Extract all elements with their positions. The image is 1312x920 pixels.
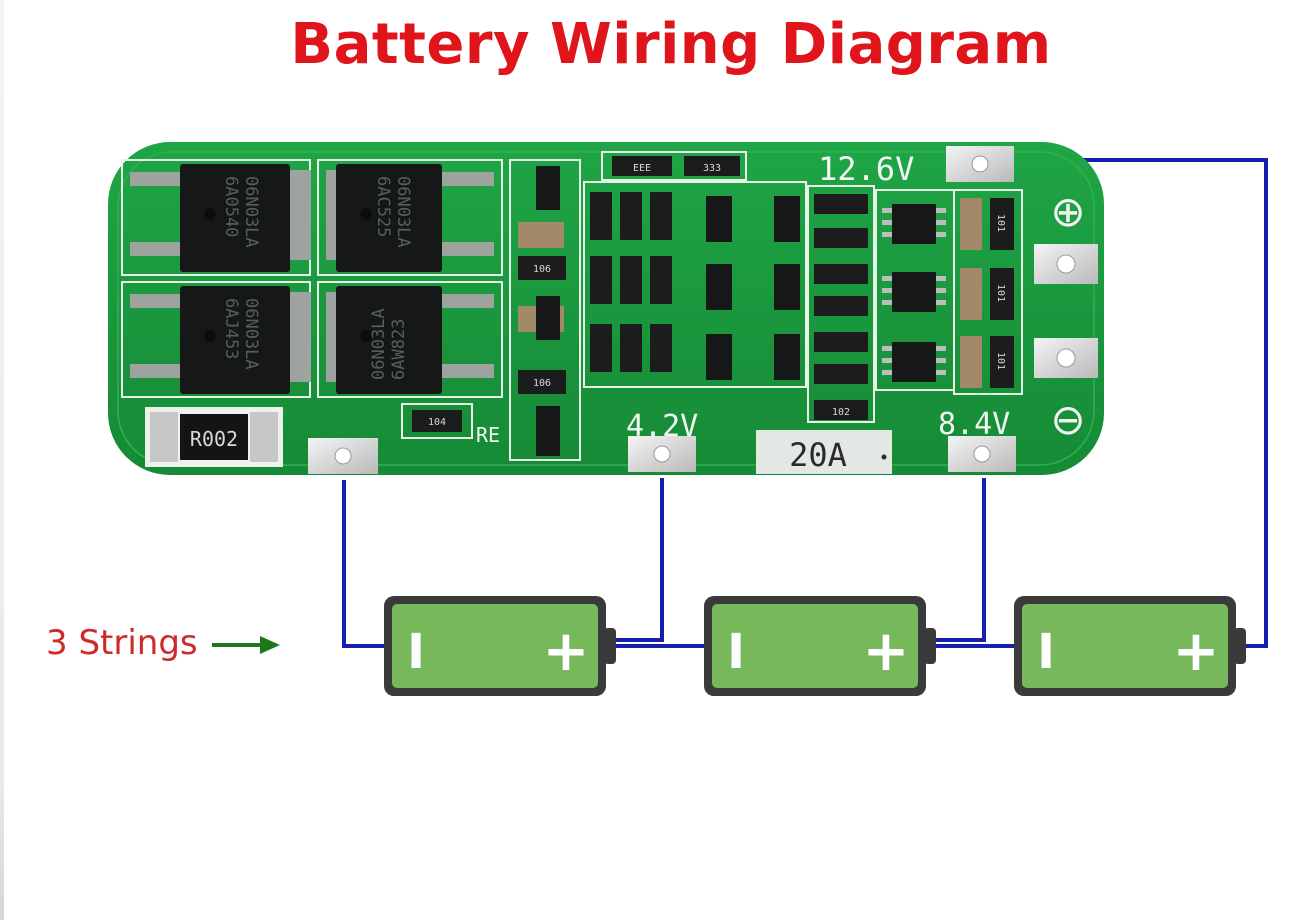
chip-label-333: 333	[703, 163, 721, 174]
pad-bminus	[308, 438, 378, 474]
rating-label: 20A	[789, 436, 847, 474]
solder-pads	[308, 146, 1016, 474]
wire-4v2	[610, 478, 664, 642]
mosfet1-line1: 06N03LA	[241, 176, 261, 248]
label-12v6: 12.6V	[818, 150, 914, 188]
bms-board: 06N03LA 6A0540 06N03LA 6AC525 06N03LA 6A…	[108, 142, 1104, 475]
minus-symbol: ⊖	[1050, 395, 1085, 444]
page-title: Battery Wiring Diagram	[290, 12, 1052, 77]
mosfet4-line2: 6AW823	[389, 319, 409, 380]
chip-label-101c: 101	[995, 352, 1006, 370]
chip-label-eee: EEE	[633, 163, 651, 174]
wire-bminus	[342, 480, 390, 648]
mosfet1-line2: 6A0540	[221, 176, 241, 237]
pad-8v4	[948, 436, 1016, 472]
battery-3-negative: I	[1037, 624, 1055, 680]
chip-label-104: 104	[428, 417, 446, 428]
transistor-chips	[536, 166, 936, 456]
battery-2-negative: I	[727, 624, 745, 680]
smd-components: EEE 333 106 106 104 102 101 101 101	[401, 151, 1023, 461]
chip-labels: EEE 333 106 106 104 102 101 101 101	[428, 163, 1006, 428]
chip-label-101a: 101	[995, 214, 1006, 232]
pad-12v6	[946, 146, 1014, 182]
battery-3-positive: +	[1173, 619, 1220, 684]
shunt-marking: R002	[190, 427, 238, 451]
mosfet3-line1: 06N03LA	[241, 298, 261, 370]
mosfet4-line1: 06N03LA	[369, 308, 389, 380]
battery-cell-2: I +	[704, 596, 936, 696]
mosfet-bodies	[180, 164, 442, 394]
mosfet-dots	[204, 208, 372, 342]
rating-plate: 20A	[756, 430, 892, 474]
battery-1-negative: I	[407, 624, 425, 680]
pad-4v2	[628, 436, 696, 472]
chip-label-106b: 106	[533, 378, 551, 389]
mosfet2-line2: 6AC525	[373, 176, 393, 237]
resistor-chips	[412, 156, 1014, 432]
battery-1-positive: +	[543, 619, 590, 684]
strings-arrow-icon	[212, 636, 280, 654]
re-label: RE	[476, 423, 500, 447]
ic-pins	[882, 208, 946, 375]
battery-cell-3: I +	[1014, 596, 1246, 696]
wire-8v4	[930, 478, 986, 642]
plus-symbol: ⊕	[1050, 187, 1085, 236]
shunt-resistor: R002	[145, 407, 283, 467]
mosfet3-line2: 6AJ453	[221, 298, 241, 359]
left-edge-shadow	[0, 0, 4, 920]
chip-label-101b: 101	[995, 284, 1006, 302]
mosfet2-line1: 06N03LA	[393, 176, 413, 248]
battery-2-positive: +	[863, 619, 910, 684]
mosfet-markings: 06N03LA 6A0540 06N03LA 6AC525 06N03LA 6A…	[221, 176, 413, 380]
battery-cell-1: I +	[384, 596, 616, 696]
chip-label-106a: 106	[533, 264, 551, 275]
wire-12v6	[1030, 158, 1268, 648]
wires	[342, 158, 1268, 648]
strings-label: 3 Strings	[46, 623, 198, 663]
chip-label-102: 102	[832, 407, 850, 418]
right-pads	[1034, 244, 1098, 378]
